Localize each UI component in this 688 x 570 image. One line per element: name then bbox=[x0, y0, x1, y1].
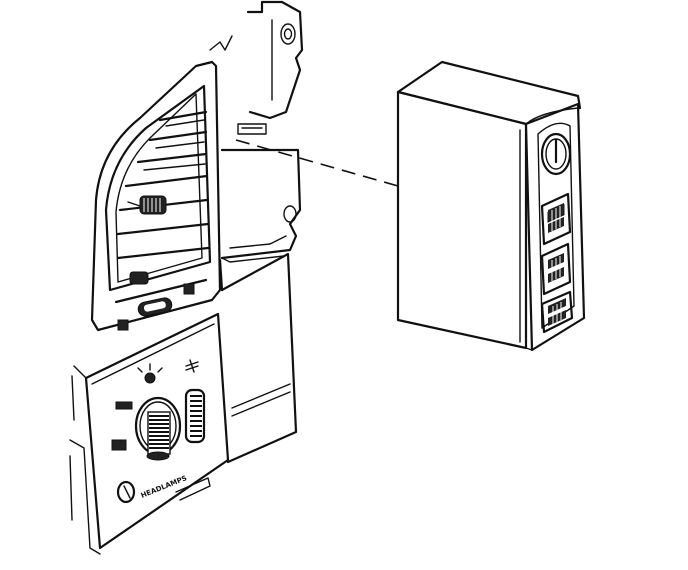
module-switch-1[interactable] bbox=[540, 192, 572, 246]
headlamp-switch-panel: HEADLAMPS bbox=[69, 252, 298, 555]
module-round-knob[interactable] bbox=[540, 132, 572, 176]
mounting-bracket bbox=[209, 0, 304, 135]
headlamp-symbol bbox=[111, 439, 127, 451]
switch-module bbox=[396, 60, 586, 352]
vent-adjuster-knob bbox=[127, 195, 167, 285]
alignment-leader-line bbox=[235, 139, 399, 187]
dimmer-thumbwheel[interactable] bbox=[184, 388, 206, 444]
dome-lamp-symbol bbox=[137, 363, 163, 384]
module-switch-2[interactable] bbox=[540, 242, 572, 296]
fog-lamp-symbol bbox=[185, 359, 199, 373]
override-button[interactable] bbox=[116, 480, 136, 504]
module-switch-3[interactable] bbox=[540, 290, 574, 334]
headlamp-rotary-knob[interactable] bbox=[134, 396, 182, 461]
parking-lamp-symbol bbox=[115, 401, 133, 410]
air-vent-bezel bbox=[90, 60, 222, 332]
vent-slider bbox=[114, 278, 208, 331]
